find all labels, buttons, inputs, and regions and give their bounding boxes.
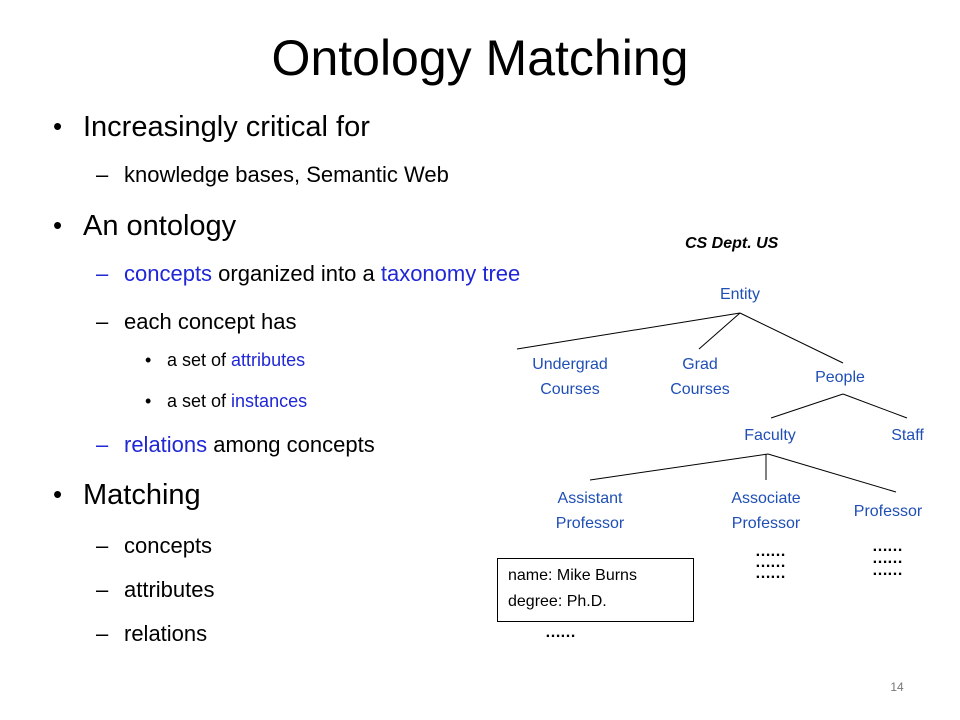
associate-ellipsis-1: …… [755, 543, 786, 560]
dash-mark: – [96, 261, 109, 286]
edge-people-faculty [770, 393, 844, 419]
sub-bullet-text: relations [124, 621, 208, 646]
sub-bullet-text: organized into a [212, 261, 381, 286]
sub-bullet-text: each concept has [124, 309, 297, 334]
sub-bullet-text: concepts [124, 533, 213, 558]
bullet-text: Increasingly critical for [83, 111, 370, 143]
edge-entity-grad [698, 312, 741, 350]
instance-box: name: Mike Burns degree: Ph.D. [497, 558, 694, 622]
node-entity: Entity [719, 286, 760, 303]
bullet-dot: • [145, 350, 152, 370]
instance-name: name: Mike Burns [508, 567, 637, 584]
instance-ellipsis: …… [545, 624, 576, 641]
node-undergrad-courses: Undergrad Courses [532, 356, 608, 398]
bullet-dot: • [145, 391, 152, 411]
dash-mark: – [96, 621, 109, 646]
bullet-dot: • [53, 210, 63, 240]
concepts-term: concepts [124, 261, 213, 286]
professor-ellipsis-1: …… [872, 538, 903, 555]
sub-sub-bullet-text: a set of [167, 350, 232, 370]
instance-degree: degree: Ph.D. [508, 593, 607, 610]
edge-faculty-professor [767, 453, 897, 493]
bullet-an-ontology: • An ontology [53, 210, 237, 243]
sub-bullet-relations: – relations among concepts [96, 432, 375, 458]
sub-sub-bullet-text: a set of [167, 391, 232, 411]
node-associate-professor: Associate Professor [731, 490, 801, 532]
sub-bullet-match-concepts: – concepts [96, 533, 213, 559]
sub-bullet-text: among concepts [207, 432, 375, 457]
bullet-dot: • [53, 479, 63, 509]
professor-ellipsis-2: …… [872, 550, 903, 567]
slide-title: Ontology Matching [271, 30, 689, 86]
bullet-matching: • Matching [53, 479, 201, 512]
sub-sub-bullet-instances: • a set of instances [145, 391, 308, 412]
bullet-text: An ontology [83, 210, 237, 242]
sub-bullet-match-attributes: – attributes [96, 577, 215, 603]
diagram-heading: CS Dept. US [685, 235, 779, 252]
node-staff: Staff [891, 427, 924, 444]
bullet-text: Matching [83, 479, 201, 511]
edge-entity-people [739, 312, 844, 364]
edge-people-staff [842, 393, 908, 419]
page-number: 14 [890, 680, 904, 694]
dash-mark: – [96, 162, 109, 187]
sub-bullet-text: knowledge bases, Semantic Web [124, 162, 449, 187]
node-faculty: Faculty [744, 427, 796, 444]
dash-mark: – [96, 432, 109, 457]
instances-term: instances [231, 391, 308, 411]
sub-sub-bullet-attributes: • a set of attributes [145, 350, 306, 371]
relations-term: relations [124, 432, 208, 457]
sub-bullet-concepts-taxonomy: – concepts organized into a taxonomy tre… [96, 261, 521, 287]
sub-bullet-knowledge-bases: – knowledge bases, Semantic Web [96, 162, 449, 188]
taxonomy-tree-term: taxonomy tree [380, 261, 521, 286]
associate-ellipsis-2: …… [755, 554, 786, 571]
edge-faculty-assistant [589, 453, 769, 481]
attributes-term: attributes [231, 350, 306, 370]
dash-mark: – [96, 533, 109, 558]
sub-bullet-each-concept: – each concept has [96, 309, 297, 335]
dash-mark: – [96, 577, 109, 602]
professor-ellipsis-3: …… [872, 562, 903, 579]
edge-entity-undergrad [516, 312, 741, 350]
node-assistant-professor: Assistant Professor [555, 490, 625, 532]
node-grad-courses: Grad Courses [670, 356, 730, 398]
associate-ellipsis-3: …… [755, 565, 786, 582]
sub-bullet-text: attributes [124, 577, 215, 602]
node-people: People [815, 369, 865, 386]
bullet-increasingly-critical: • Increasingly critical for [53, 111, 370, 144]
sub-bullet-match-relations: – relations [96, 621, 208, 647]
dash-mark: – [96, 309, 109, 334]
bullet-dot: • [53, 111, 63, 141]
node-professor: Professor [853, 503, 923, 520]
